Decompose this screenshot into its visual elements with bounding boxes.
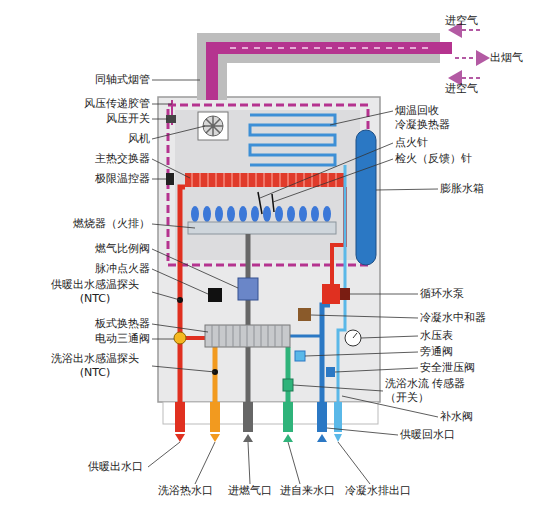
air-path <box>168 105 368 265</box>
part-label: 供暖出水口 <box>88 460 143 474</box>
part-label: 脉冲点火器 <box>0 262 150 276</box>
pressure-gauge <box>345 330 361 346</box>
flue-flow <box>230 47 430 49</box>
condensate-pipe <box>338 165 345 402</box>
part-label: 风机 <box>0 132 150 146</box>
gas-pipe <box>246 234 251 402</box>
part-label: 供暖回水口 <box>400 428 455 442</box>
part-label: 冷凝水中和器 <box>420 311 486 325</box>
part-label: 洗浴水流 传感器（开关） <box>385 377 467 405</box>
fan-housing <box>198 112 228 140</box>
air-arrow <box>450 77 480 79</box>
part-label: 循环水泵 <box>420 287 464 301</box>
condensate-neutralizer <box>298 308 311 321</box>
flow-arrow <box>175 434 185 442</box>
part-label: 进空气 <box>445 14 478 28</box>
flow-arrow <box>283 434 293 442</box>
limit-thermostat <box>166 173 174 185</box>
part-label: 膨胀水箱 <box>440 182 484 196</box>
flow-sensor <box>283 379 293 391</box>
burner <box>188 222 336 234</box>
part-label: 烟温回收 冷凝换热器 <box>395 104 457 132</box>
part-label: 进自来水口 <box>280 484 335 498</box>
part-label: 同轴式烟管 <box>0 73 150 87</box>
part-label: 洗浴出水感温探头 (NTC) <box>40 352 150 380</box>
part-label: 出烟气 <box>490 51 523 65</box>
base-plate <box>163 402 378 424</box>
plate-exchanger <box>205 325 290 347</box>
part-label: 供暖出水感温探头 (NTC) <box>40 278 150 306</box>
flue-outer <box>212 48 440 100</box>
part-label: 进燃气口 <box>228 484 272 498</box>
circulation-pump <box>322 284 340 304</box>
part-label: 点火针 <box>395 136 428 150</box>
bypass-valve <box>295 351 305 361</box>
ignition-needle <box>258 192 262 214</box>
fan <box>203 116 223 136</box>
fan-blades <box>203 116 223 136</box>
flue-inner <box>212 48 452 100</box>
part-label: 极限温控器 <box>0 172 150 186</box>
pump-motor <box>340 288 350 300</box>
flow-arrow <box>243 434 253 442</box>
part-label: 风压传递胶管 <box>0 97 150 111</box>
air-arrow <box>450 29 480 31</box>
flow-arrow <box>210 434 220 442</box>
plate-lines <box>212 325 282 347</box>
three-way-valve <box>174 332 186 344</box>
part-label: 冷凝水排出口 <box>345 484 411 498</box>
gas-valve <box>238 278 258 300</box>
condensing-coil <box>250 115 335 165</box>
part-label: 电动三通阀 <box>0 332 150 346</box>
leader-lines <box>148 80 438 484</box>
part-label: 安全泄压阀 <box>420 361 475 375</box>
connector <box>317 402 327 432</box>
igniter <box>208 288 222 302</box>
connector <box>175 402 185 432</box>
sensing-needle <box>272 194 274 212</box>
part-label: 检火（反馈）针 <box>395 152 472 166</box>
part-label: 主热交换器 <box>0 152 150 166</box>
relief-valve <box>326 367 335 377</box>
flow-arrow <box>317 434 327 442</box>
part-label: 洗浴热水口 <box>158 484 213 498</box>
part-label: 进空气 <box>445 82 478 96</box>
expansion-tank <box>356 130 376 265</box>
part-label: 水压表 <box>420 329 453 343</box>
cabinet <box>158 97 380 402</box>
connector <box>210 402 220 432</box>
connector <box>283 402 293 432</box>
part-label: 板式换热器 <box>0 317 150 331</box>
connector <box>243 402 253 432</box>
heating-supply-pipe <box>180 187 185 402</box>
plate-return-pipe <box>290 335 322 338</box>
heating-return-pipe <box>332 187 345 285</box>
part-label: 补水阀 <box>440 410 473 424</box>
flow-arrow <box>334 434 342 442</box>
part-label: 燃气比例阀 <box>0 242 150 256</box>
part-label: 旁通阀 <box>420 345 453 359</box>
part-label: 燃烧器（火排） <box>0 217 150 231</box>
part-label: 风压开关 <box>0 112 150 126</box>
gauge-needle <box>353 333 357 338</box>
smoke-arrow <box>455 57 488 59</box>
combustion-chamber <box>175 110 360 260</box>
cold-water-pipe <box>286 347 291 402</box>
connector <box>334 402 342 432</box>
